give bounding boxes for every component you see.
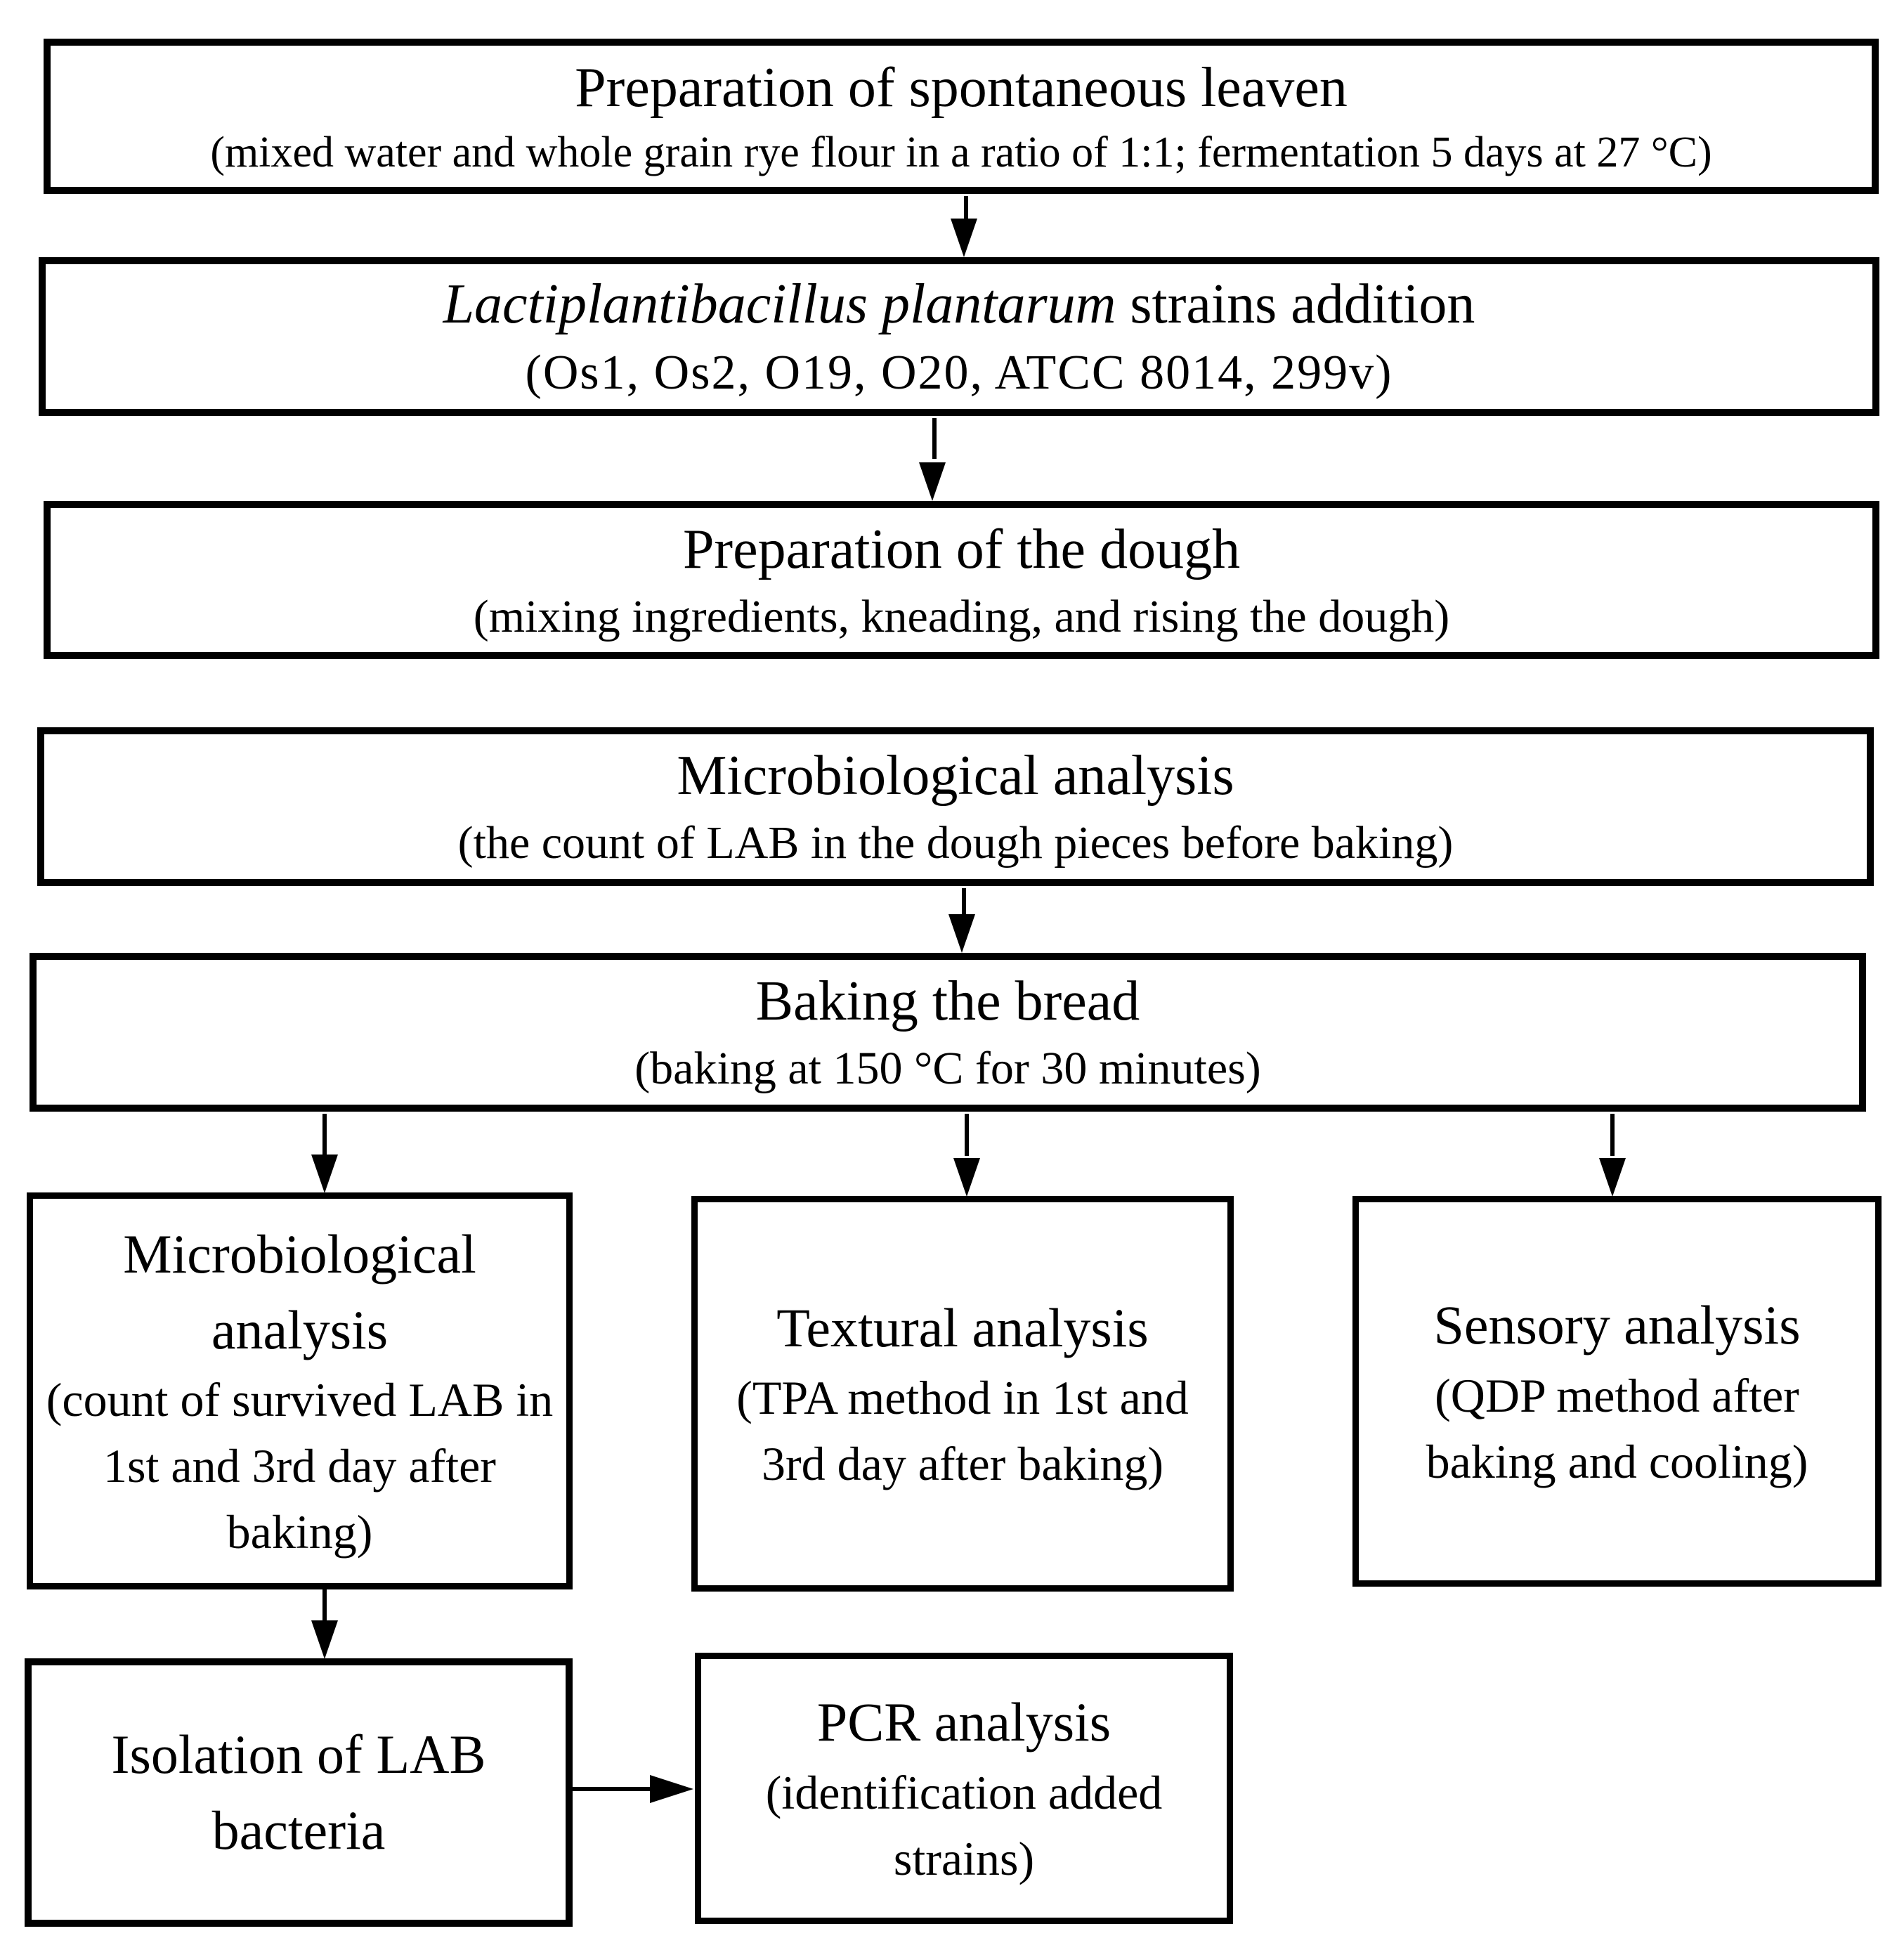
box-subtitle: (Os1, Os2, O19, O20, ATCC 8014, 299v) — [525, 345, 1393, 400]
box-title: Microbiological analysis — [123, 1223, 476, 1360]
flow-box-microbiological-analysis-bread: Microbiological analysis (count of survi… — [27, 1192, 573, 1589]
arrow-strains-to-dough-head — [919, 462, 946, 501]
box-title: Textural analysis — [776, 1296, 1149, 1358]
box-title: Preparation of spontaneous leaven — [575, 56, 1348, 119]
box-title: PCR analysis — [816, 1691, 1111, 1753]
arrow-leaven-to-strains-stem — [964, 196, 968, 221]
arrow-leaven-to-strains-head — [951, 219, 977, 257]
flow-box-textural-analysis: Textural analysis (TPA method in 1st and… — [691, 1196, 1234, 1592]
arrow-isolation-to-pcr-head — [650, 1775, 693, 1803]
box-title: Lactiplantibacillus plantarum strains ad… — [443, 268, 1475, 341]
arrow-baking-to-sensory-stem — [1610, 1114, 1615, 1156]
flow-box-preparation-of-spontaneous-leaven: Preparation of spontaneous leaven (mixed… — [44, 39, 1879, 194]
box-title: Preparation of the dough — [682, 518, 1241, 580]
box-title: Isolation of LAB bacteria — [111, 1724, 486, 1861]
box-title: Baking the bread — [755, 970, 1140, 1033]
flow-box-sensory-analysis: Sensory analysis (QDP method after bakin… — [1352, 1196, 1882, 1587]
arrow-baking-to-sensory-head — [1599, 1158, 1626, 1197]
box-subtitle: (baking at 150 °C for 30 minutes) — [634, 1043, 1261, 1095]
box-subtitle: (count of survived LAB in 1st and 3rd da… — [46, 1373, 554, 1559]
box-subtitle: (mixed water and whole grain rye flour i… — [210, 128, 1712, 176]
box-subtitle: (identification added strains) — [765, 1765, 1163, 1885]
box-subtitle: (TPA method in 1st and 3rd day after bak… — [736, 1371, 1189, 1491]
arrow-micro-dough-to-baking-head — [948, 914, 975, 953]
arrow-micro-bread-to-isolation-stem — [322, 1589, 327, 1623]
flow-box-pcr-analysis: PCR analysis (identification added strai… — [695, 1653, 1233, 1924]
flow-box-isolation-of-lab-bacteria: Isolation of LAB bacteria — [25, 1658, 573, 1927]
flow-box-preparation-of-the-dough: Preparation of the dough (mixing ingredi… — [44, 501, 1879, 659]
arrow-micro-dough-to-baking-stem — [962, 888, 966, 916]
box-subtitle: (the count of LAB in the dough pieces be… — [457, 817, 1454, 869]
flow-box-microbiological-analysis-dough: Microbiological analysis (the count of L… — [37, 727, 1874, 886]
box-subtitle: (mixing ingredients, kneading, and risin… — [473, 590, 1450, 642]
arrow-strains-to-dough-stem — [932, 418, 937, 459]
arrow-baking-to-textural-head — [953, 1158, 980, 1197]
arrow-isolation-to-pcr-stem — [573, 1787, 651, 1791]
arrow-baking-to-micro-bread-head — [311, 1155, 338, 1193]
arrow-micro-bread-to-isolation-head — [311, 1620, 338, 1659]
flow-box-lactiplantibacillus-strains-addition: Lactiplantibacillus plantarum strains ad… — [39, 257, 1879, 416]
box-title: Microbiological analysis — [677, 745, 1234, 807]
arrow-baking-to-textural-stem — [965, 1114, 969, 1156]
box-title-rest: strains addition — [1116, 273, 1475, 335]
arrow-baking-to-micro-bread-stem — [322, 1114, 327, 1156]
species-name-italic: Lactiplantibacillus plantarum — [443, 273, 1116, 335]
flow-box-baking-the-bread: Baking the bread (baking at 150 °C for 3… — [30, 953, 1866, 1112]
box-subtitle: (QDP method after baking and cooling) — [1426, 1368, 1808, 1488]
box-title: Sensory analysis — [1433, 1294, 1801, 1356]
